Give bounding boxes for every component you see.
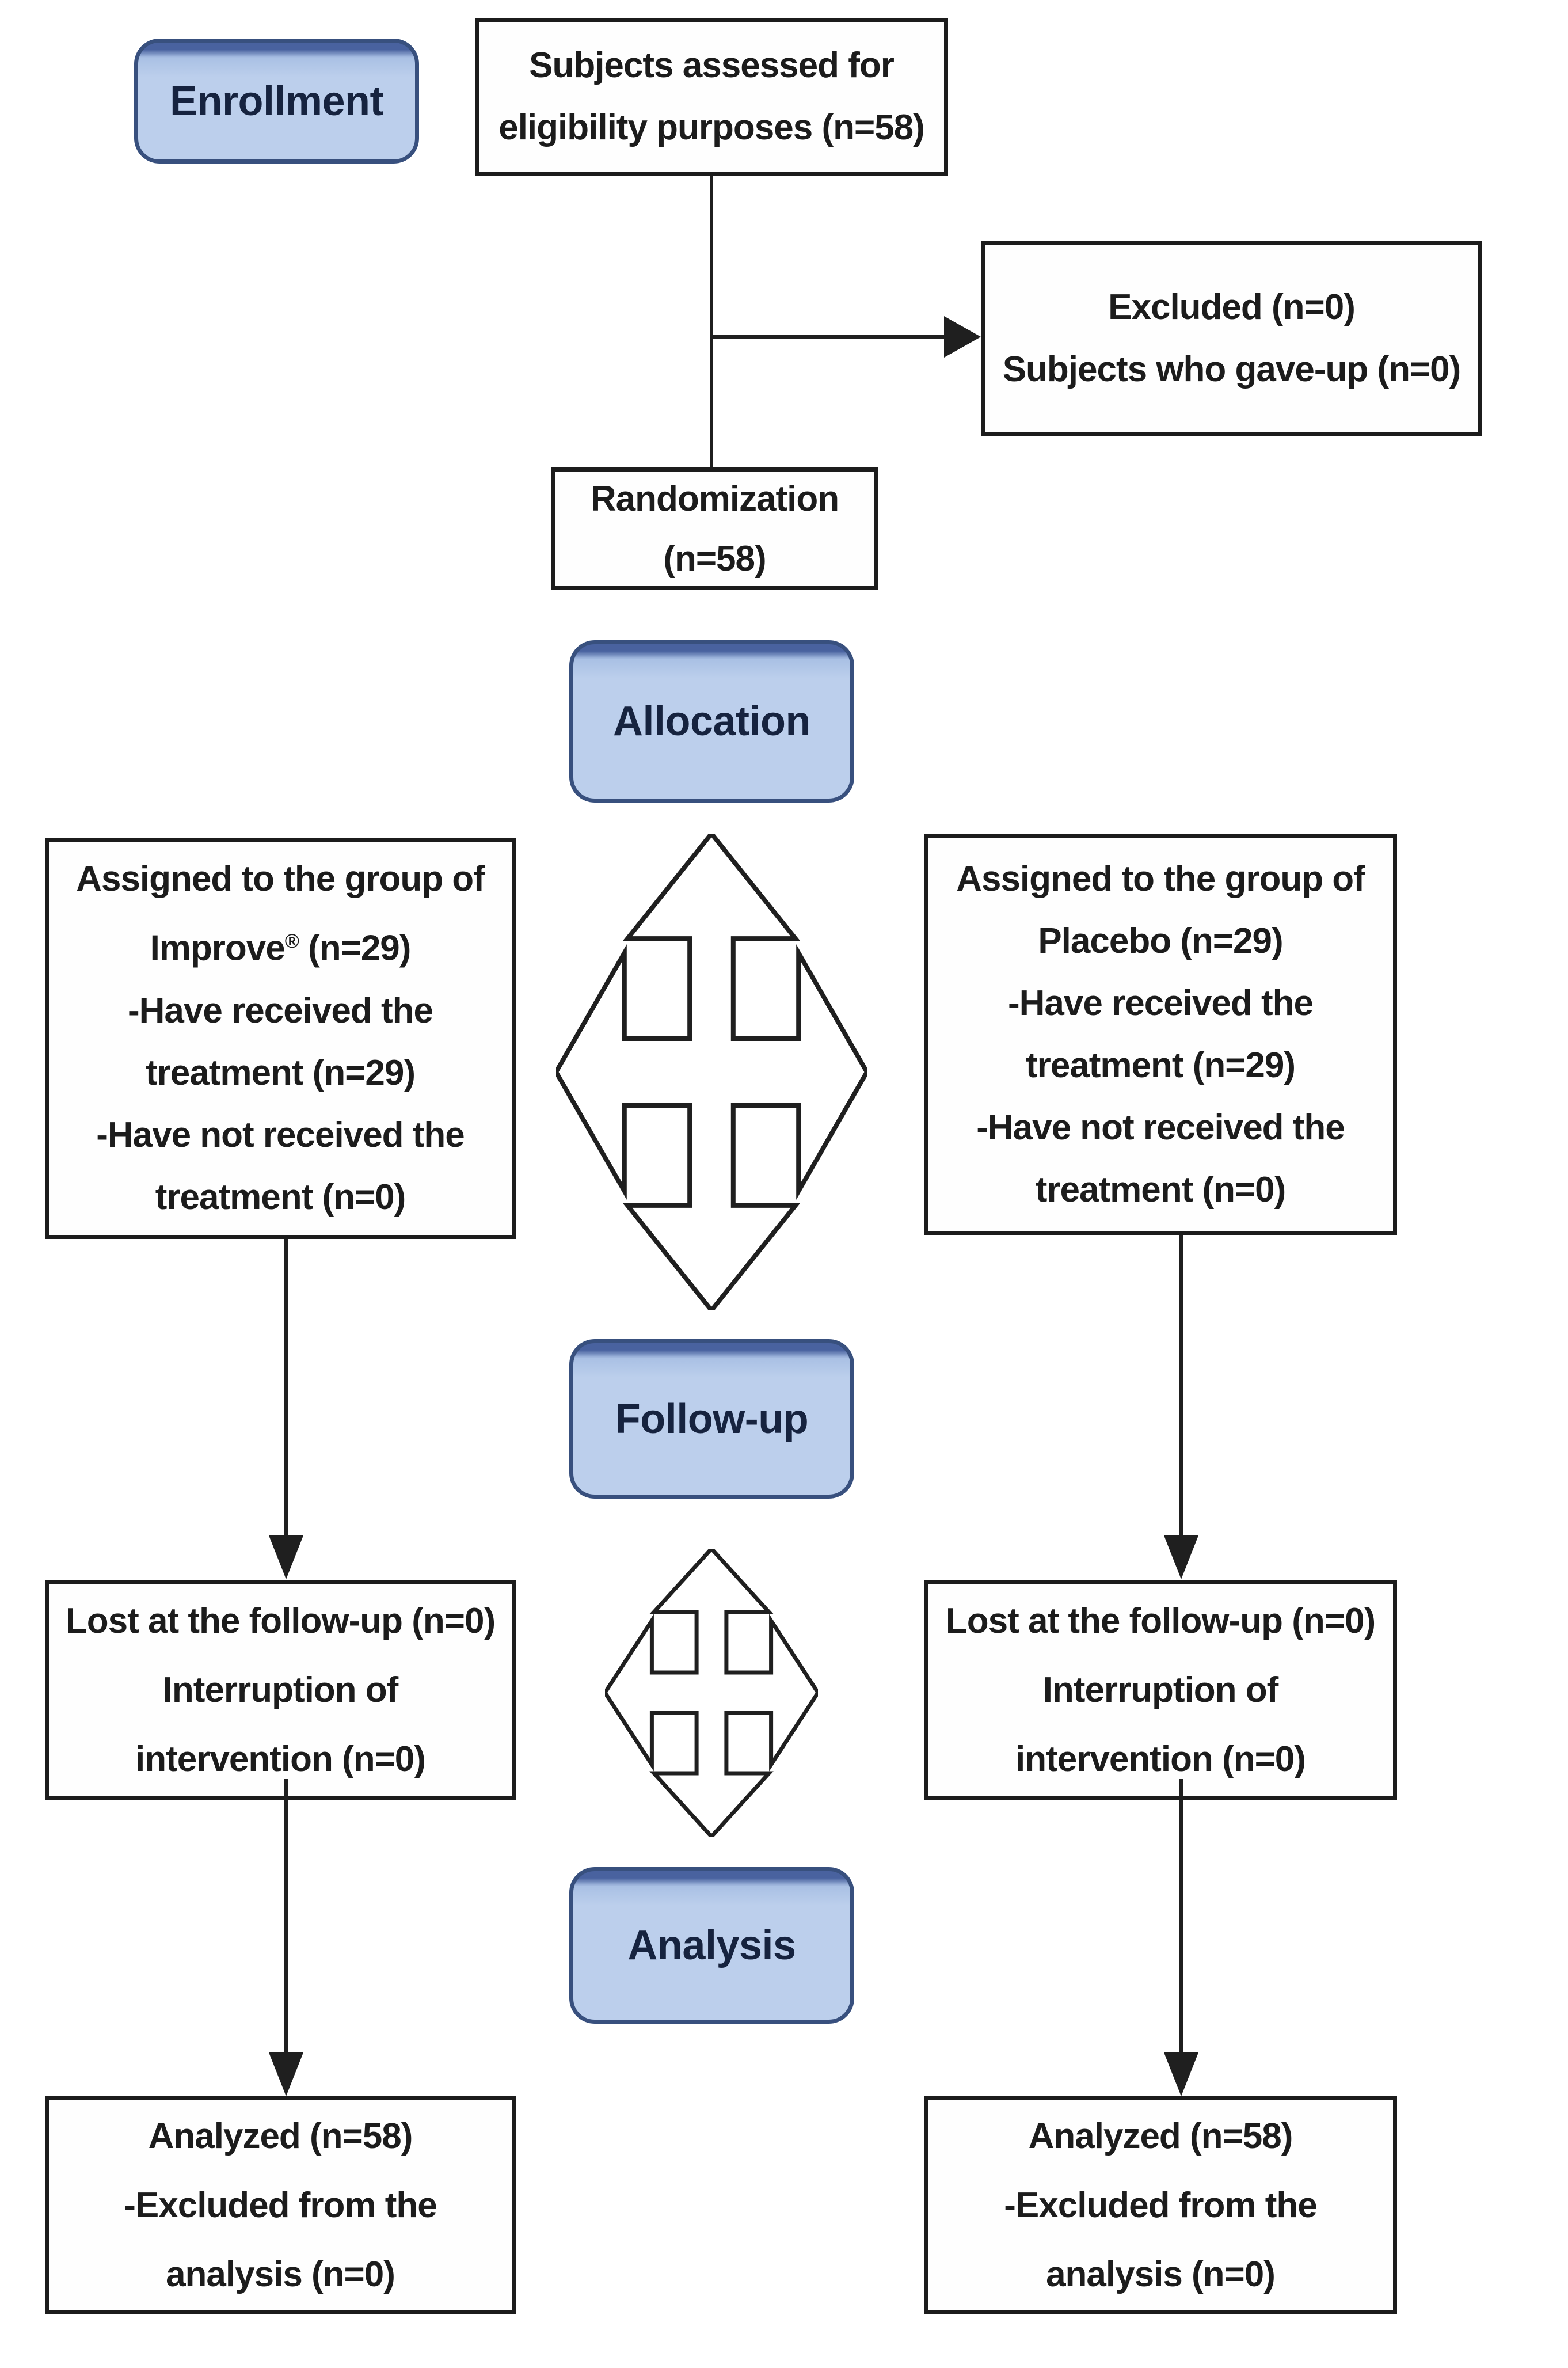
stage-allocation-label: Allocation [612, 698, 811, 744]
four-way-move-arrow-icon-small [605, 1549, 818, 1837]
arrowhead-improve-analysis [269, 2052, 303, 2096]
stage-enrollment: Enrollment [134, 39, 419, 164]
box-followup-improve-text: Lost at the follow-up (n=0)Interruption … [65, 1601, 496, 1779]
stage-analysis: Analysis [569, 1867, 854, 2024]
connector-placebo-to-followup [1179, 1235, 1183, 1535]
box-randomization: Randomization(n=58) [551, 467, 878, 590]
box-followup-placebo: Lost at the follow-up (n=0)Interruption … [924, 1580, 1397, 1800]
arrowhead-improve-followup [269, 1535, 303, 1579]
stage-enrollment-label: Enrollment [169, 78, 384, 124]
box-excluded-text: Excluded (n=0)Subjects who gave-up (n=0) [1002, 287, 1462, 389]
connector-placebo-to-analysis [1179, 1779, 1183, 2052]
stage-allocation: Allocation [569, 640, 854, 803]
connector-to-excluded [710, 335, 944, 339]
box-randomization-text: Randomization(n=58) [590, 478, 839, 579]
arrowhead-placebo-followup [1164, 1535, 1198, 1579]
arrowhead-placebo-analysis [1164, 2052, 1198, 2096]
arrowhead-to-excluded [944, 316, 981, 358]
stage-analysis-label: Analysis [627, 1922, 796, 1968]
box-followup-placebo-text: Lost at the follow-up (n=0)Interruption … [945, 1601, 1376, 1779]
stage-followup: Follow-up [569, 1339, 854, 1499]
stage-followup-label: Follow-up [615, 1396, 809, 1442]
box-followup-improve: Lost at the follow-up (n=0)Interruption … [45, 1580, 516, 1800]
box-excluded: Excluded (n=0)Subjects who gave-up (n=0) [981, 241, 1482, 436]
four-way-move-arrow-icon-large [556, 834, 867, 1310]
connector-improve-to-followup [284, 1239, 288, 1535]
connector-improve-to-analysis [284, 1779, 288, 2052]
connector-eligibility-randomization [710, 176, 713, 467]
